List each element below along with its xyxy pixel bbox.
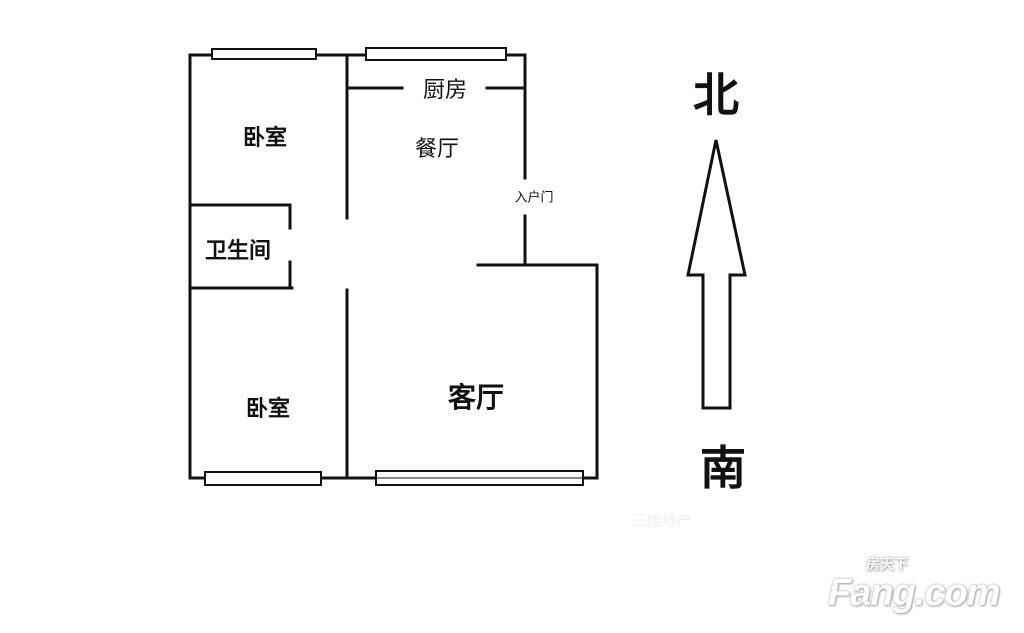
north-arrow-icon — [686, 139, 747, 410]
compass-south: 南 — [700, 441, 746, 495]
compass-north: 北 — [693, 68, 739, 122]
window-south-bedroom — [204, 471, 322, 486]
watermark: 三维地产 — [631, 511, 693, 530]
window-north-bedroom — [211, 48, 317, 60]
room-label-kitchen: 厨房 — [422, 78, 468, 103]
room-label-dining: 餐厅 — [414, 137, 460, 162]
window-kitchen — [365, 47, 507, 61]
room-label-bedroom-north: 卧室 — [242, 126, 288, 151]
logo-text: Fang.com — [828, 572, 1000, 614]
entrance-door-label: 入户门 — [514, 190, 554, 206]
room-label-bedroom-south: 卧室 — [245, 397, 291, 422]
room-label-living-room: 客厅 — [447, 381, 505, 414]
logo-chinese: 房天下 — [866, 556, 908, 572]
room-label-bathroom: 卫生间 — [204, 239, 272, 264]
fang-logo: 房天下 Fang.com — [828, 556, 1000, 614]
